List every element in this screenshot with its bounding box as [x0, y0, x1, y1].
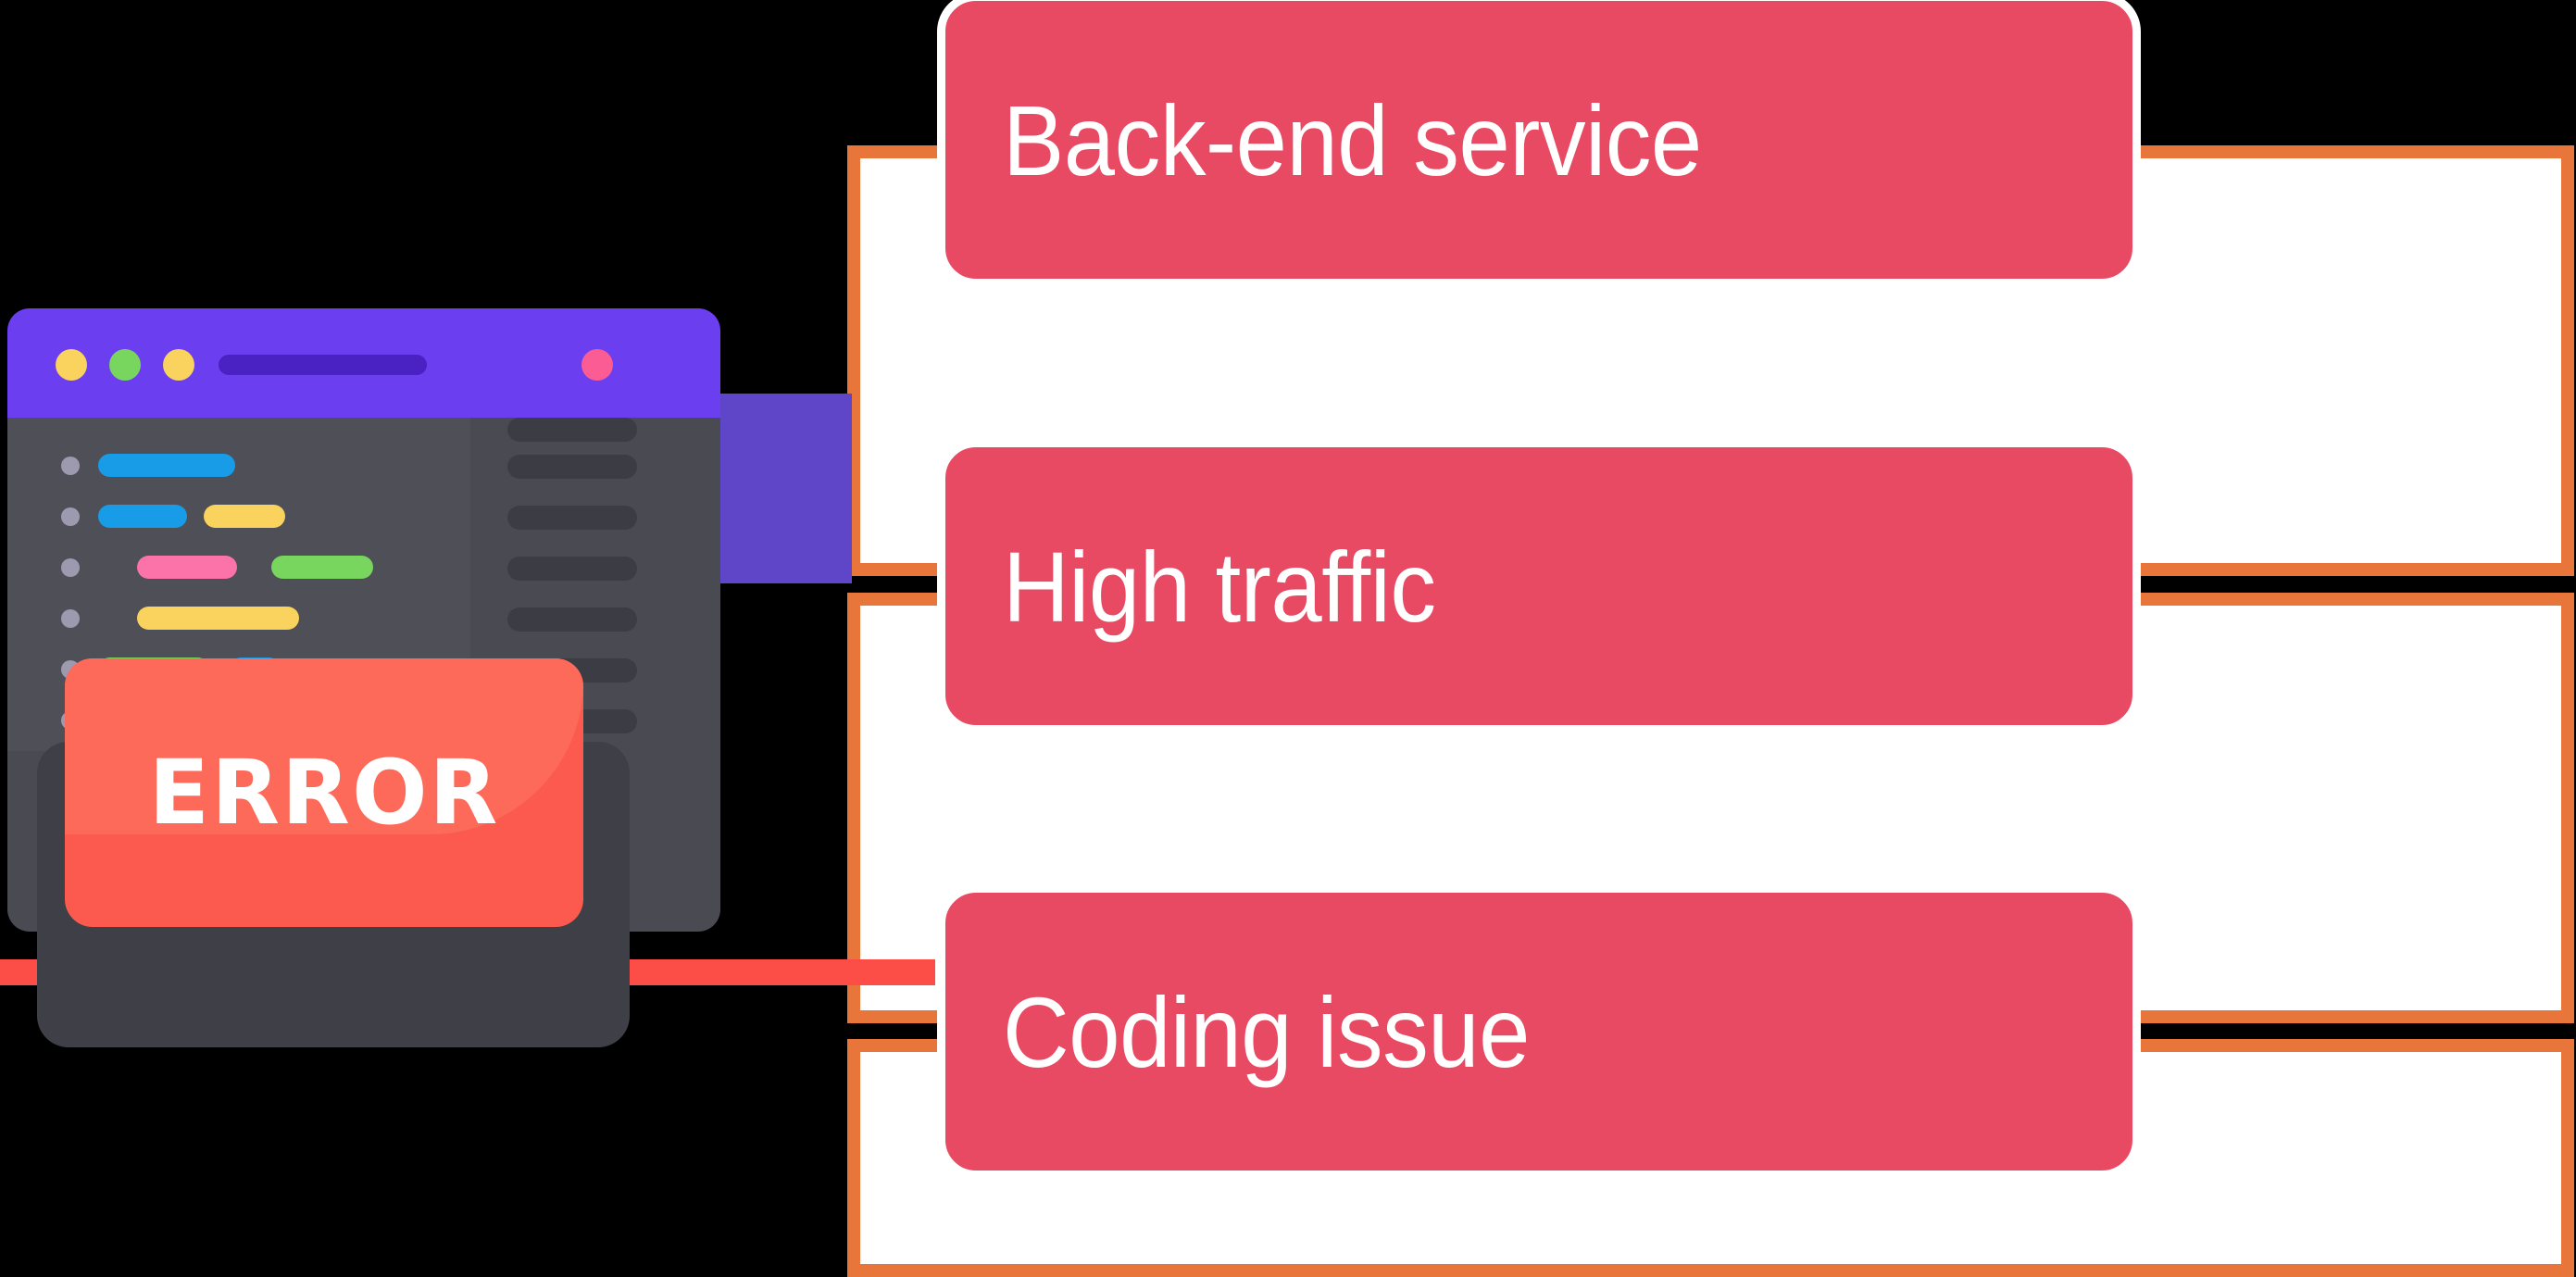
- window-titlebar: [7, 308, 720, 418]
- error-badge: ERROR: [65, 658, 583, 927]
- yellow-dot-icon: [56, 349, 87, 381]
- code-line-bullet: [61, 609, 80, 628]
- sidebar-row: [507, 418, 637, 442]
- code-bar: [204, 505, 285, 528]
- sidebar-row: [507, 455, 637, 479]
- code-bar: [98, 505, 187, 528]
- error-badge-label: ERROR: [148, 741, 500, 845]
- sidebar-row: [507, 557, 637, 581]
- card-label: Back-end service: [1003, 83, 1702, 196]
- sidebar-row: [507, 506, 637, 530]
- sidebar-row: [507, 607, 637, 632]
- code-line-bullet: [61, 558, 80, 577]
- card-label: High traffic: [1003, 530, 1436, 643]
- code-bar: [271, 556, 373, 579]
- error-browser-illustration: ERROR: [0, 308, 852, 1049]
- code-bar: [137, 556, 237, 579]
- card-high-traffic[interactable]: High traffic: [937, 439, 2141, 733]
- pink-notification-dot-icon: [581, 349, 613, 381]
- yellow-dot-icon-2: [163, 349, 194, 381]
- sidebar-pane: [489, 418, 720, 751]
- code-line-bullet: [61, 457, 80, 475]
- code-bar: [137, 607, 299, 630]
- error-badge-highlight: [65, 658, 583, 834]
- code-line-bullet: [61, 507, 80, 526]
- card-label: Coding issue: [1003, 975, 1530, 1088]
- card-back-end-service[interactable]: Back-end service: [937, 0, 2141, 287]
- card-coding-issue[interactable]: Coding issue: [937, 884, 2141, 1179]
- code-bar: [98, 454, 235, 477]
- address-bar: [219, 355, 427, 375]
- green-dot-icon: [109, 349, 141, 381]
